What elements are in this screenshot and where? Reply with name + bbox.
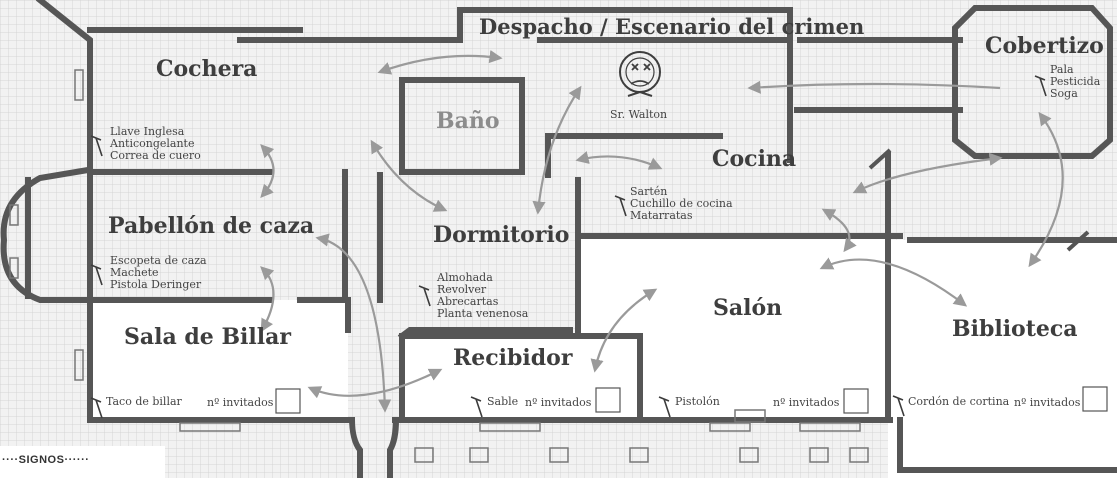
victim-name: Sr. Walton — [610, 108, 668, 121]
items-biblioteca: Cordón de cortina — [908, 395, 1010, 408]
one-way-arrows — [747, 80, 1001, 94]
room-salon-floor — [578, 236, 888, 422]
item: Abrecartas — [437, 295, 499, 308]
dagger-icon — [892, 395, 905, 417]
victim-face-icon — [619, 51, 661, 97]
items-recibidor: Sable — [487, 395, 519, 408]
item: Sartén — [630, 185, 668, 198]
items-cobertizo: Pala Pesticida Soga — [1050, 64, 1100, 100]
movement-arrows — [260, 50, 1064, 413]
guest-label-billar: nº invitados — [207, 396, 274, 409]
weapon-icons — [90, 75, 1047, 419]
items-pabellon: Escopeta de caza Machete Pistola Deringe… — [110, 255, 207, 291]
items-salon: Pistolón — [675, 395, 720, 408]
dagger-icon — [90, 397, 103, 419]
guest-label-salon: nº invitados — [773, 396, 840, 409]
item: Correa de cuero — [110, 149, 201, 162]
window-details — [9, 69, 869, 463]
item: Anticongelante — [110, 137, 195, 150]
room-title-biblioteca: Biblioteca — [952, 316, 1078, 342]
item: Escopeta de caza — [110, 254, 207, 267]
item: Almohada — [437, 271, 493, 284]
dagger-icon — [658, 396, 671, 418]
items-cochera: Llave Inglesa Anticongelante Correa de c… — [110, 126, 201, 162]
item: Pistola Deringer — [110, 278, 202, 291]
dagger-icon — [90, 264, 103, 286]
item: Revolver — [437, 283, 487, 296]
guest-label-recibidor: nº invitados — [525, 396, 592, 409]
item: Pala — [1050, 63, 1074, 76]
guest-boxes — [275, 386, 1108, 414]
room-title-cocina: Cocina — [712, 146, 797, 172]
dagger-icon — [418, 285, 431, 307]
room-title-recibidor: Recibidor — [453, 345, 573, 371]
room-title-bano: Baño — [436, 108, 500, 134]
billar-guest-box — [275, 388, 301, 414]
guest-label-biblioteca: nº invitados — [1014, 396, 1081, 409]
room-title-despacho: Despacho / Escenario del crimen — [479, 14, 865, 39]
salon-guest-box — [843, 388, 869, 414]
stair-markers — [868, 148, 1090, 252]
items-cocina: Sartén Cuchillo de cocina Matarratas — [630, 186, 733, 222]
item: Matarratas — [630, 209, 693, 222]
room-title-cochera: Cochera — [156, 56, 258, 82]
dagger-icon — [1034, 75, 1047, 97]
recibidor-guest-box — [595, 387, 621, 413]
legend-title: ····SIGNOS······ — [2, 454, 90, 466]
room-title-billar: Sala de Billar — [124, 324, 291, 350]
item: Planta venenosa — [437, 307, 529, 320]
room-title-dormitorio: Dormitorio — [433, 222, 570, 248]
room-biblioteca-floor — [888, 240, 1117, 478]
room-billar-floor — [90, 300, 348, 418]
item: Soga — [1050, 87, 1078, 100]
biblioteca-guest-box — [1082, 386, 1108, 412]
item: Machete — [110, 266, 159, 279]
room-title-pabellon: Pabellón de caza — [108, 213, 315, 239]
item: Cuchillo de cocina — [630, 197, 733, 210]
room-title-salon: Salón — [713, 295, 783, 321]
item: Pesticida — [1050, 75, 1101, 88]
dagger-icon — [614, 195, 627, 217]
item: Llave Inglesa — [110, 125, 185, 138]
dagger-icon — [470, 396, 483, 418]
legend-panel: ····SIGNOS······ — [0, 446, 165, 478]
room-title-cobertizo: Cobertizo — [985, 33, 1104, 59]
items-billar: Taco de billar — [106, 395, 182, 408]
items-dormitorio: Almohada Revolver Abrecartas Planta vene… — [437, 272, 528, 320]
dagger-icon — [90, 135, 103, 157]
